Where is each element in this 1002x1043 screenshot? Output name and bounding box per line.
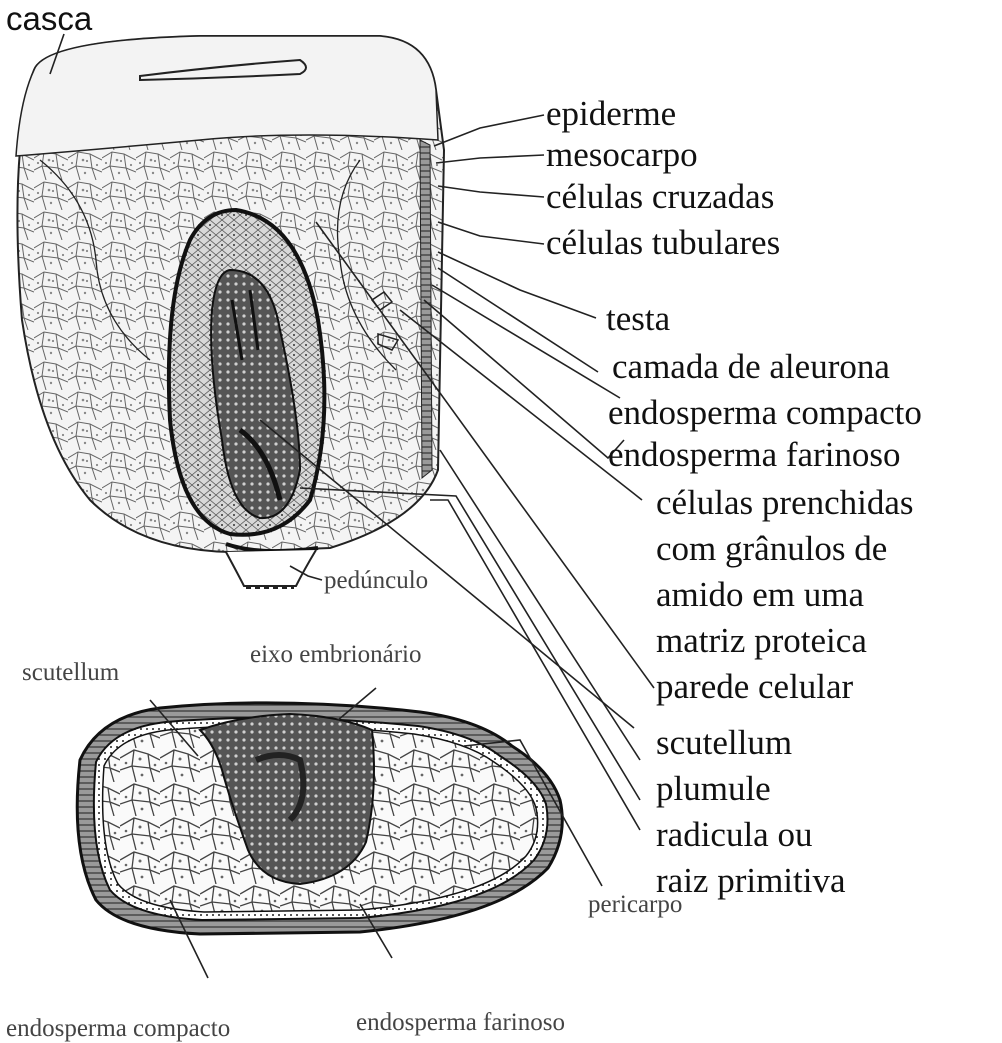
label-eixo-embrionario: eixo embrionário <box>250 641 421 668</box>
label-celulas-cruzadas: células cruzadas <box>546 177 774 216</box>
label-radicula-1: radicula ou <box>656 815 812 854</box>
label-section-endosperma-compacto: endosperma compacto <box>6 1015 230 1042</box>
label-celulas-preenchidas-4: matriz proteica <box>656 621 867 660</box>
kernel-longitudinal-section <box>16 36 444 588</box>
label-testa: testa <box>606 299 671 338</box>
label-scutellum: scutellum <box>656 723 792 762</box>
label-endosperma-compacto: endosperma compacto <box>608 393 922 432</box>
kernel-cross-section <box>77 703 562 934</box>
label-section-scutellum: scutellum <box>22 659 120 686</box>
label-epiderme: epiderme <box>546 94 676 133</box>
label-mesocarpo: mesocarpo <box>546 135 698 174</box>
label-pericarpo: pericarpo <box>588 891 682 918</box>
pedunculo-shape <box>226 550 316 586</box>
label-celulas-tubulares: células tubulares <box>546 223 780 262</box>
pericarp-layers <box>420 140 432 478</box>
label-parede-celular: parede celular <box>656 667 854 706</box>
label-endosperma-farinoso: endosperma farinoso <box>608 435 901 474</box>
label-plumule: plumule <box>656 769 771 808</box>
label-radicula-2: raiz primitiva <box>656 861 846 900</box>
label-celulas-preenchidas-1: células prenchidas <box>656 483 914 522</box>
label-section-endosperma-farinoso: endosperma farinoso <box>356 1009 565 1036</box>
label-celulas-preenchidas-3: amido em uma <box>656 575 864 614</box>
label-pedunculo: pedúnculo <box>324 567 428 594</box>
label-casca: casca <box>6 0 93 37</box>
label-camada-aleurona: camada de aleurona <box>612 347 890 386</box>
label-celulas-preenchidas-2: com grânulos de <box>656 529 887 568</box>
